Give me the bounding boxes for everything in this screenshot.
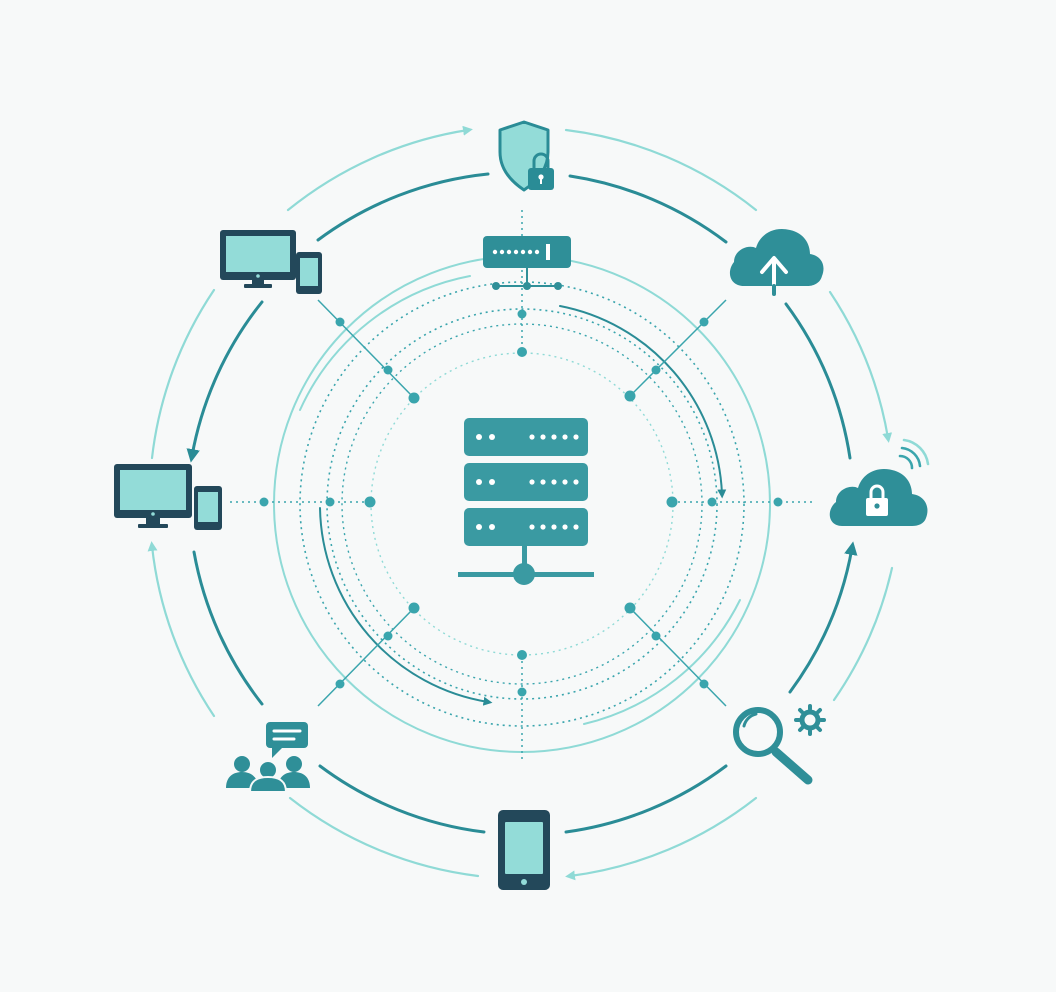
inner-arc-light-br [583, 599, 741, 725]
dot [325, 497, 335, 507]
dot [517, 309, 527, 319]
dot [364, 496, 376, 508]
dot [517, 687, 527, 697]
dark-arc-3 [784, 302, 852, 460]
magnifier-gear-icon [733, 704, 826, 785]
light-arc-1 [286, 125, 473, 212]
dot [383, 631, 393, 641]
light-arc-8 [150, 288, 216, 460]
desktop-phone-icon [220, 230, 322, 294]
light-arc-2 [564, 128, 758, 212]
spoke-bl [317, 607, 415, 707]
inner-arcs [299, 275, 741, 725]
dot [408, 392, 420, 404]
desktop-phone-icon [114, 464, 222, 530]
dot [773, 497, 783, 507]
dark-arc-8 [186, 300, 264, 463]
dot [335, 679, 345, 689]
dot [383, 365, 393, 375]
cloud-upload-icon [729, 228, 824, 296]
inner-arc-top-right [559, 305, 727, 499]
dark-arc-2 [568, 174, 728, 244]
dot [699, 317, 709, 327]
spokes [230, 210, 812, 760]
outer-dark-arcs [186, 172, 858, 834]
dark-arc-4 [788, 541, 858, 694]
inner-arc-bottom-left [319, 507, 493, 706]
shield-lock-icon [498, 120, 554, 192]
network-switch-icon [483, 236, 571, 290]
spoke-br [629, 607, 727, 707]
dot [651, 631, 661, 641]
dot [335, 317, 345, 327]
outer-light-arcs [147, 125, 894, 881]
dot [699, 679, 709, 689]
dot [624, 602, 636, 614]
dot [624, 390, 636, 402]
dot [651, 365, 661, 375]
inner-arc-light-tl [299, 275, 471, 411]
light-arc-7 [147, 541, 216, 718]
light-arc-5 [565, 796, 758, 881]
dark-arc-6 [318, 764, 486, 834]
dot [259, 497, 269, 507]
dot [517, 650, 527, 660]
light-arc-6 [288, 796, 480, 878]
spoke-dots [259, 309, 783, 697]
dot [408, 602, 420, 614]
spoke-tl [317, 299, 415, 399]
dark-arc-7 [192, 550, 264, 706]
users-chat-icon [226, 722, 310, 793]
smartphone-icon [498, 810, 550, 890]
dot [666, 496, 678, 508]
dark-arc-5 [564, 764, 728, 834]
light-arc-3 [828, 290, 893, 443]
light-arc-4 [832, 566, 894, 702]
dot [517, 347, 527, 357]
dark-arc-1 [316, 172, 490, 242]
spoke-tr [629, 299, 727, 397]
server-rack-icon [458, 418, 594, 585]
dot [707, 497, 717, 507]
cloud-lock-wifi-icon [829, 438, 930, 526]
